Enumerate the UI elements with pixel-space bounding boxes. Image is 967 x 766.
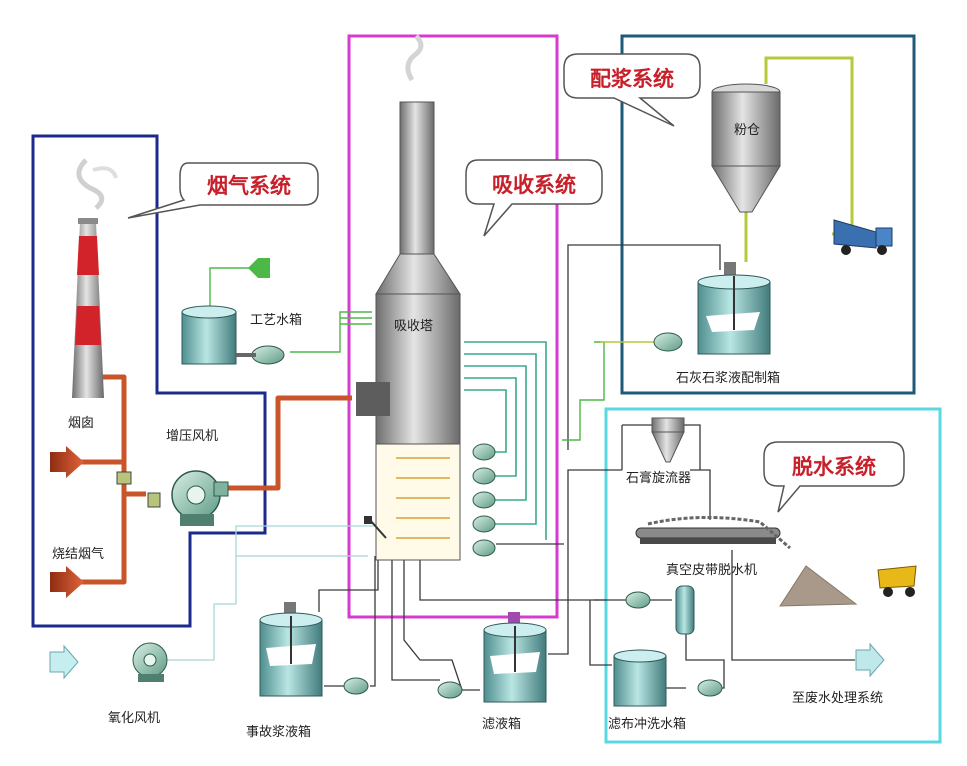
process-water-tank <box>181 305 237 365</box>
label-to-wastewater: 至废水处理系统 <box>792 690 883 706</box>
limestone-pump <box>653 332 683 352</box>
label-powder-silo: 粉仓 <box>734 123 760 138</box>
bubble-dewatering: 脱水系统 <box>763 441 905 513</box>
absorption-system-box <box>347 34 559 619</box>
emergency-slurry-tank <box>259 602 323 697</box>
sinter-inlet-arrow-lower <box>50 566 84 598</box>
bubble-absorption: 吸收系统 <box>465 159 603 237</box>
gypsum-cyclone <box>651 417 685 463</box>
thin-pipes <box>166 244 855 691</box>
sinter-inlet-arrow-upper <box>50 446 84 478</box>
wash-pump <box>697 679 723 697</box>
recirculation-pumps <box>472 443 496 557</box>
wastewater-outlet-arrow <box>855 642 885 678</box>
belt-pump <box>625 591 651 609</box>
label-sinter-flue-gas: 烧结烟气 <box>52 546 104 562</box>
slurry-prep-system-box <box>620 34 916 395</box>
process-water-pump <box>236 345 285 365</box>
label-booster-fan: 增压风机 <box>166 429 218 444</box>
dewatering-system-box <box>604 407 942 744</box>
label-absorber: 吸收塔 <box>394 319 433 334</box>
filtrate-tank <box>483 612 547 703</box>
supply-truck-icon <box>833 219 893 255</box>
cloth-wash-tank <box>613 649 667 707</box>
filtrate-pump <box>437 681 463 699</box>
gypsum-pile <box>779 565 858 607</box>
water-inlet-arrow <box>248 258 270 278</box>
damper <box>116 471 132 485</box>
label-process-water-tank: 工艺水箱 <box>250 312 302 328</box>
label-emergency-tank: 事故浆液箱 <box>246 724 311 740</box>
filtrate-receiver <box>675 585 695 635</box>
bubble-flue-gas-text: 烟气系统 <box>207 174 291 198</box>
limestone-slurry-tank <box>697 262 771 355</box>
oxidation-fan <box>132 642 168 682</box>
emergency-pump <box>343 677 369 695</box>
dump-truck-icon <box>877 565 917 597</box>
label-gypsum-cyclone: 石膏旋流器 <box>626 470 691 486</box>
bubble-dewatering-text: 脱水系统 <box>792 455 876 479</box>
label-cloth-wash-tank: 滤布冲洗水箱 <box>608 716 686 732</box>
booster-fan <box>147 470 229 526</box>
label-chimney: 烟囱 <box>68 416 94 431</box>
label-vacuum-belt: 真空皮带脱水机 <box>666 563 757 578</box>
air-inlet-arrow <box>49 644 79 680</box>
slurry-arrows-green <box>464 341 547 540</box>
absorber-tower <box>356 34 461 561</box>
label-oxidation-fan: 氧化风机 <box>108 711 160 726</box>
bubble-slurry-prep: 配浆系统 <box>563 53 701 127</box>
label-limestone-tank: 石灰石浆液配制箱 <box>676 370 780 386</box>
bubble-slurry-prep-text: 配浆系统 <box>590 67 674 91</box>
flue-gas-system-box <box>31 134 267 628</box>
bubble-absorption-text: 吸收系统 <box>492 173 576 197</box>
label-filtrate-tank: 滤液箱 <box>482 716 521 732</box>
vacuum-belt-filter <box>635 515 791 550</box>
bubble-flue-gas: 烟气系统 <box>127 162 319 219</box>
flue-gas-pipes <box>80 374 352 585</box>
chimney <box>72 158 118 398</box>
powder-silo <box>711 83 781 213</box>
